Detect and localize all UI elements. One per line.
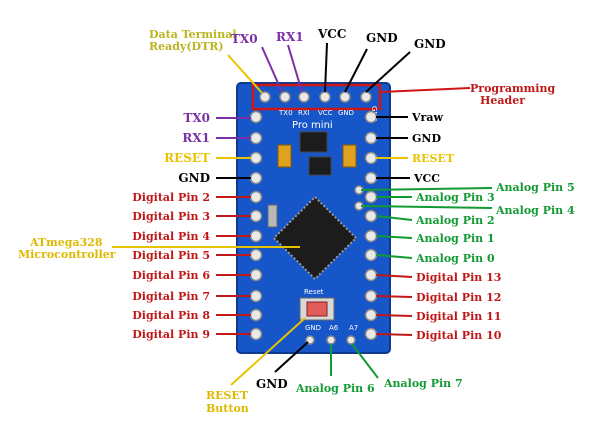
line-rx1-top xyxy=(287,44,303,93)
line-tx0-top xyxy=(261,46,283,93)
label-reset-button-line2: Button xyxy=(206,402,249,415)
line-right-a5 xyxy=(360,187,493,191)
label-analog-pin-5: Analog Pin 5 xyxy=(495,181,575,194)
label-left-d3: Digital Pin 3 xyxy=(132,210,210,223)
label-tx0-top: TX0 xyxy=(231,32,258,46)
label-right-a2: Analog Pin 2 xyxy=(415,214,495,227)
right-pads xyxy=(364,110,378,341)
label-programming-header-line2: Header xyxy=(480,94,525,107)
label-left-rx1: RX1 xyxy=(182,131,210,145)
label-reset-button-line1: RESET xyxy=(206,389,249,402)
label-microcontroller-line1: ATmega328 xyxy=(29,236,103,249)
capacitor-right xyxy=(342,144,357,168)
label-bottom-a7: Analog Pin 7 xyxy=(383,377,463,390)
line-right-d10 xyxy=(375,333,413,336)
label-right-d12: Digital Pin 12 xyxy=(416,291,501,304)
reset-button-cap xyxy=(306,301,328,317)
line-right-a2 xyxy=(375,215,413,221)
atmega328-chip xyxy=(272,195,358,281)
silk-bottom-a6: A6 xyxy=(329,324,339,332)
capacitor-left xyxy=(277,144,292,168)
line-bottom-a7 xyxy=(351,343,379,379)
label-right-a0: Analog Pin 0 xyxy=(415,252,495,265)
label-left-tx0: TX0 xyxy=(183,111,210,125)
line-right-d12 xyxy=(375,295,413,298)
label-left-d9: Digital Pin 9 xyxy=(132,328,210,341)
label-right-vraw: Vraw xyxy=(411,111,443,124)
label-right-d13: Digital Pin 13 xyxy=(416,271,501,284)
label-dtr-line2: Ready(DTR) xyxy=(149,40,224,53)
pad-bottom-a7 xyxy=(346,335,356,345)
silk-bottom-gnd: GND xyxy=(305,324,321,332)
label-bottom-gnd: GND xyxy=(256,377,288,391)
label-left-d6: Digital Pin 6 xyxy=(132,269,210,282)
label-vcc-top: VCC xyxy=(317,27,346,41)
label-programming-header-line1: Programming xyxy=(470,82,555,95)
silk-header-tx0: TX0 xyxy=(278,109,293,117)
line-right-d13 xyxy=(375,274,413,278)
label-right-a1: Analog Pin 1 xyxy=(415,232,495,245)
label-dtr-line1: Data Terminal xyxy=(149,28,237,41)
label-gnd2-top: GND xyxy=(414,37,446,51)
label-microcontroller-line2: Microcontroller xyxy=(18,248,116,261)
line-right-a0 xyxy=(375,254,413,259)
line-vcc-top xyxy=(324,42,328,93)
silk-header-gnd: GND xyxy=(338,109,354,117)
label-right-a3: Analog Pin 3 xyxy=(415,191,495,204)
pad-bottom-a6 xyxy=(326,335,336,345)
line-bottom-gnd xyxy=(274,341,309,373)
label-left-d4: Digital Pin 4 xyxy=(132,230,210,243)
label-gnd1-top: GND xyxy=(366,31,398,45)
label-analog-pin-4: Analog Pin 4 xyxy=(495,204,575,217)
label-right-vcc: VCC xyxy=(413,172,440,185)
label-bottom-a6: Analog Pin 6 xyxy=(295,382,375,395)
silk-reset: Reset xyxy=(304,288,324,296)
line-right-a1 xyxy=(375,235,413,239)
line-reset-button xyxy=(230,317,306,386)
programming-header-box xyxy=(251,83,382,111)
label-left-d5: Digital Pin 5 xyxy=(132,249,210,262)
label-right-d11: Digital Pin 11 xyxy=(416,310,501,323)
silk-title: Pro mini xyxy=(292,120,333,131)
label-rx1-top: RX1 xyxy=(276,30,304,44)
silk-header-vcc: VCC xyxy=(318,109,333,117)
label-right-reset: RESET xyxy=(412,152,455,165)
line-gnd1-top xyxy=(344,48,368,93)
line-right-d11 xyxy=(375,314,413,317)
line-dtr xyxy=(227,54,263,94)
label-left-d2: Digital Pin 2 xyxy=(132,191,210,204)
label-left-d8: Digital Pin 8 xyxy=(132,309,210,322)
label-left-d7: Digital Pin 7 xyxy=(132,290,210,303)
line-right-a4 xyxy=(360,205,493,209)
crystal xyxy=(267,204,278,228)
label-right-gnd: GND xyxy=(412,132,441,145)
line-gnd2-top xyxy=(365,51,411,93)
label-right-d10: Digital Pin 10 xyxy=(416,329,502,342)
regulator-chip xyxy=(308,156,332,176)
silk-header-rxi: RXI xyxy=(298,109,310,117)
line-programming-header xyxy=(379,87,471,93)
silk-bottom-a7: A7 xyxy=(349,324,358,332)
label-left-gnd: GND xyxy=(178,171,210,185)
chip-top-small xyxy=(299,131,328,153)
label-left-reset: RESET xyxy=(164,151,210,165)
